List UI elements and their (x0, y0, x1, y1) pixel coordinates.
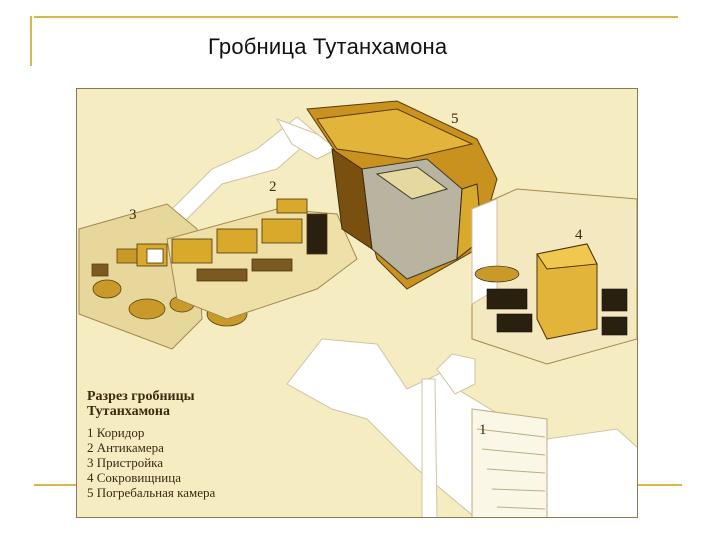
legend-item-antechamber: 2 Антикамера (87, 440, 164, 455)
treasury-objects (474, 265, 628, 336)
antechamber-furniture (136, 198, 328, 282)
tomb-cross-section-diagram: 1 2 3 4 5 Разрез гробницы Тутанхамона 1 … (76, 88, 638, 518)
antechamber-back-wall (171, 116, 318, 230)
legend-title-line1: Разрез гробницы (87, 389, 195, 404)
legend-title-line2: Тутанхамона (87, 404, 170, 419)
legend-item-corridor: 1 Коридор (87, 425, 145, 440)
canopic-shrine-top (536, 243, 598, 270)
room-number-3: 3 (129, 207, 137, 223)
room-number-4: 4 (575, 227, 583, 243)
corridor-wall (421, 378, 438, 517)
legend-item-annex: 3 Пристройка (87, 455, 164, 470)
burial-chamber-left-wall (331, 147, 373, 251)
room-number-2: 2 (269, 179, 277, 195)
sarcophagus-lid (375, 166, 449, 200)
room-number-5: 5 (451, 111, 459, 127)
tomb-illustration (77, 89, 637, 517)
corridor-block (436, 353, 476, 395)
legend-item-treasury: 4 Сокровищница (87, 470, 181, 485)
burial-chamber-ceiling (316, 108, 474, 160)
diagram-legend: Разрез гробницы Тутанхамона 1 Коридор 2 … (87, 389, 215, 500)
legend-list: 1 Коридор 2 Антикамера 3 Пристройка 4 Со… (87, 425, 215, 500)
room-number-1: 1 (479, 422, 487, 438)
slide-title: Гробница Тутанхамона (208, 34, 448, 59)
legend-item-burial-chamber: 5 Погребальная камера (87, 485, 216, 500)
top-accent-line (34, 16, 678, 18)
left-accent-line (30, 16, 32, 66)
wall-top-corner (275, 118, 338, 160)
corridor-floor (286, 338, 637, 517)
treasury-wall (471, 198, 498, 305)
staircase (471, 408, 548, 517)
